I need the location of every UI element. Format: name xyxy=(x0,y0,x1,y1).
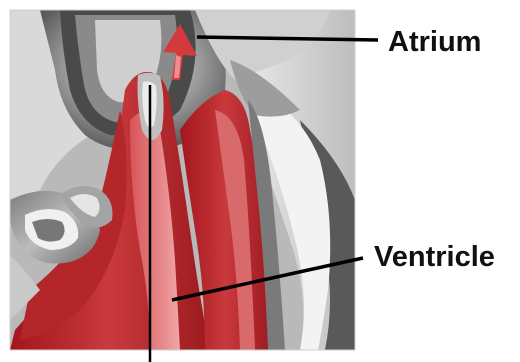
atrium-label: Atrium xyxy=(388,28,481,57)
ventricle-label: Ventricle xyxy=(374,243,495,272)
